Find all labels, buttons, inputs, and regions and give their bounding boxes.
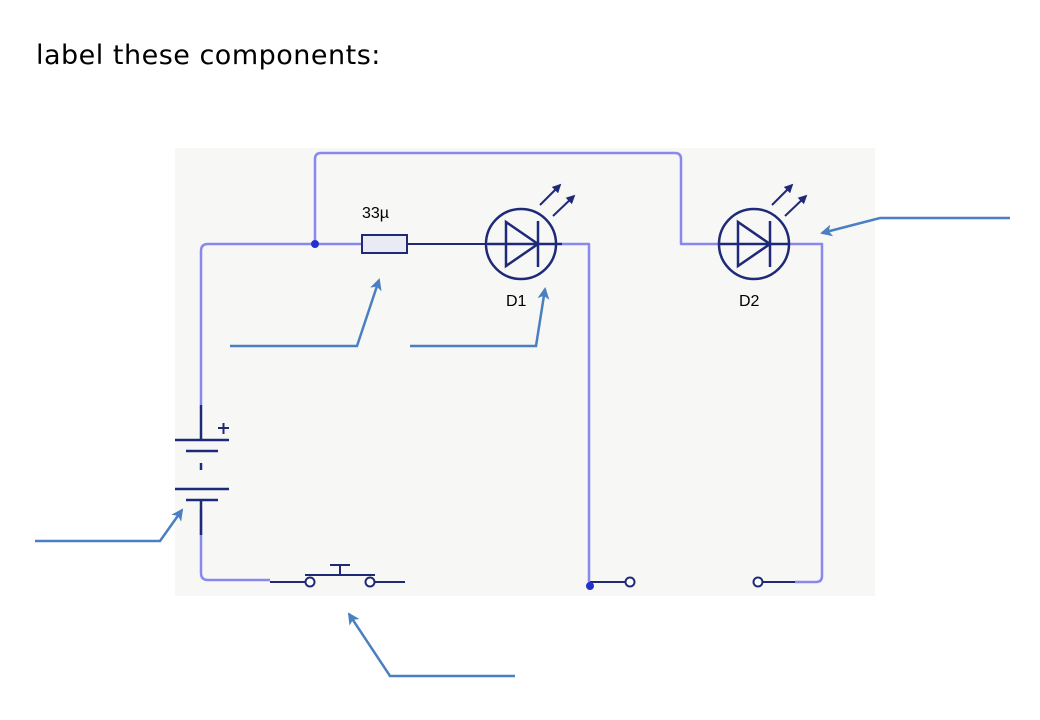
component-leads — [270, 243, 795, 583]
wire-d2-down — [790, 242, 824, 584]
led-d2-label: D2 — [739, 293, 760, 310]
pointer-led-d1 — [410, 287, 550, 348]
battery — [175, 405, 229, 535]
pointer-resistor — [230, 278, 382, 348]
wire-left-top — [199, 242, 315, 405]
terminal-open-left — [624, 576, 636, 588]
led-d1-label: D1 — [506, 293, 527, 310]
led-d2 — [717, 183, 808, 281]
circuit-panel-background — [175, 148, 875, 596]
pointer-switch — [347, 612, 515, 678]
wires — [199, 151, 824, 586]
worksheet-instruction: label these components: — [36, 40, 381, 71]
led-d2-emission-arrow-1 — [771, 183, 794, 206]
terminal-open-right — [752, 576, 764, 588]
resistor: 33µ — [361, 205, 408, 254]
junction-dot-top — [311, 240, 319, 248]
led-d1 — [484, 183, 576, 281]
led-d1-emission-arrow-2 — [552, 194, 576, 217]
resistor-value-label: 33µ — [362, 205, 389, 222]
label-pointers — [35, 216, 1010, 678]
pointer-led-d2 — [820, 216, 1010, 237]
wire-top-loop — [313, 151, 720, 246]
wire-d1-down — [562, 242, 591, 586]
wire-left-bottom — [199, 510, 270, 582]
led-d1-emission-arrow-1 — [539, 183, 562, 206]
junction-dot-bottom — [586, 582, 594, 590]
push-button-switch — [304, 564, 376, 588]
led-d2-emission-arrow-2 — [784, 194, 808, 217]
pointer-battery — [35, 508, 184, 543]
